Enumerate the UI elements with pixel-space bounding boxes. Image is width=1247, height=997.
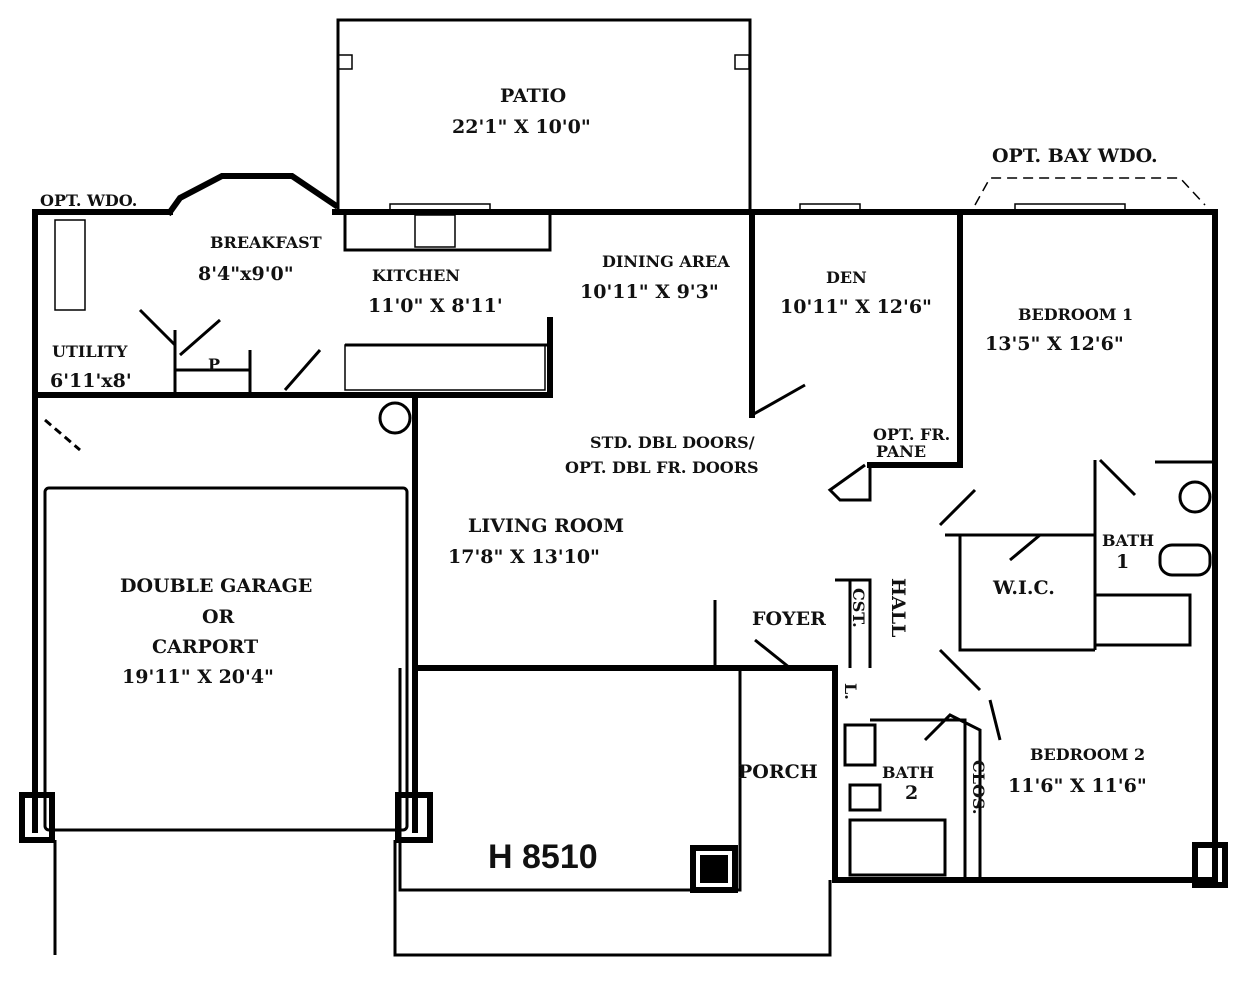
doors-note-line1: STD. DBL DOORS/ <box>590 433 755 452</box>
linen-label: L. <box>841 683 860 700</box>
pantry-label: P <box>208 355 220 374</box>
opt-fr-pane-line2: PANE <box>876 442 926 461</box>
kitchen-size: 11'0" X 8'11' <box>368 295 503 317</box>
hall-label: HALL <box>887 578 909 637</box>
wic-label: W.I.C. <box>992 577 1055 599</box>
clos-label: CLOS. <box>969 760 988 814</box>
opt-window: OPT. WDO. <box>40 191 137 210</box>
bedroom1-size: 13'5" X 12'6" <box>985 333 1124 355</box>
doors-note-line2: OPT. DBL FR. DOORS <box>565 458 759 477</box>
patio-name: PATIO <box>500 85 566 107</box>
plan-id: H 8510 <box>488 838 598 876</box>
living-name: LIVING ROOM <box>468 515 624 537</box>
garage-size: 19'11" X 20'4" <box>122 666 274 688</box>
bath1-num: 1 <box>1116 551 1129 573</box>
bath1-name: BATH <box>1102 531 1154 550</box>
bath2-name: BATH <box>882 763 934 782</box>
foyer-label: FOYER <box>752 608 826 630</box>
closet-hall-label: CST. <box>849 588 868 628</box>
bedroom2-name: BEDROOM 2 <box>1030 745 1145 764</box>
walls <box>19 18 1228 957</box>
garage-line2: OR <box>202 606 235 628</box>
breakfast-size: 8'4"x9'0" <box>198 263 294 285</box>
labels: PATIO 22'1" X 10'0" OPT. BAY WDO. OPT. W… <box>40 85 1158 876</box>
bedroom2-size: 11'6" X 11'6" <box>1008 775 1147 797</box>
patio-size: 22'1" X 10'0" <box>452 116 591 138</box>
utility-name: UTILITY <box>52 342 128 361</box>
breakfast-name: BREAKFAST <box>210 233 322 252</box>
garage-line1: DOUBLE GARAGE <box>120 575 312 597</box>
dining-size: 10'11" X 9'3" <box>580 281 719 303</box>
opt-fr-pane-line1: OPT. FR. <box>873 425 950 444</box>
den-size: 10'11" X 12'6" <box>780 296 932 318</box>
bath2-num: 2 <box>905 782 918 804</box>
bedroom1-name: BEDROOM 1 <box>1018 305 1133 324</box>
opt-bay-window: OPT. BAY WDO. <box>992 145 1158 167</box>
garage-line3: CARPORT <box>152 636 258 658</box>
utility-size: 6'11'x8' <box>50 370 132 392</box>
living-size: 17'8" X 13'10" <box>448 546 600 568</box>
den-name: DEN <box>826 268 867 287</box>
dining-name: DINING AREA <box>602 252 730 271</box>
porch-label: PORCH <box>738 761 818 783</box>
kitchen-name: KITCHEN <box>372 266 460 285</box>
